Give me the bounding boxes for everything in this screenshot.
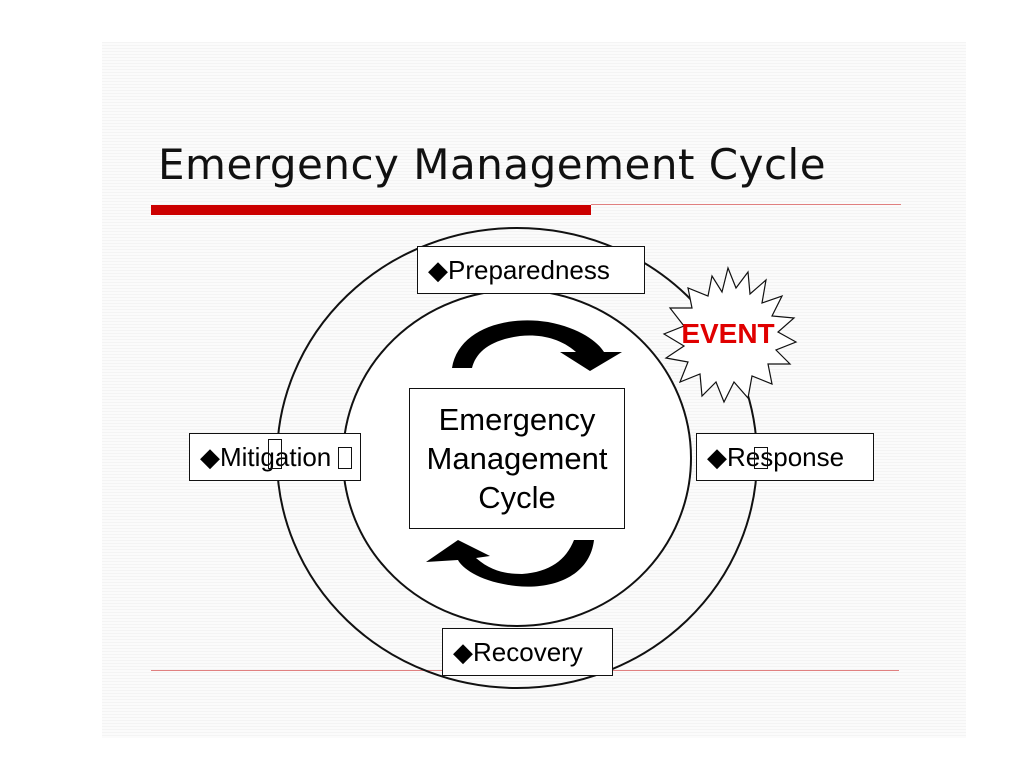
title-underline-bar [151,205,591,215]
response-marker [754,447,768,469]
slide-title: Emergency Management Cycle [158,140,827,189]
phase-box-preparedness: ◆Preparedness [417,246,645,294]
phase-box-recovery: ◆Recovery [442,628,613,676]
phase-label-mitigation: ◆Mitigation [200,442,332,472]
event-starburst-icon [662,266,798,404]
mitigation-marker-left [268,439,282,469]
center-title-line-2: Management [426,441,608,476]
center-title-line-1: Emergency [438,402,596,437]
phase-box-response: ◆Response [696,433,874,481]
mitigation-marker-right [338,447,352,469]
cycle-arrow-top-icon [452,320,622,371]
phase-label-recovery: ◆Recovery [453,637,583,667]
center-title-box: Emergency Management Cycle [409,388,625,529]
event-label: EVENT [681,318,775,349]
phase-box-mitigation: ◆Mitigation [189,433,361,481]
phase-label-response: ◆Response [707,442,845,472]
title-rule-line [591,204,901,205]
cycle-arrow-bottom-icon [426,540,594,587]
center-title-line-3: Cycle [478,480,556,515]
phase-label-preparedness: ◆Preparedness [428,255,610,285]
